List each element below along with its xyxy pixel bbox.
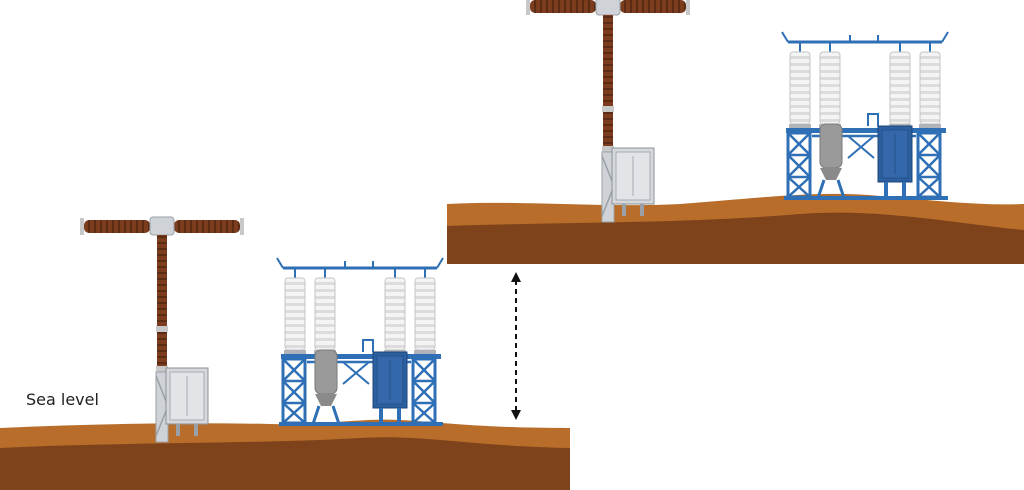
ground-left-dark (0, 437, 570, 490)
circuit-breaker-right (525, 0, 691, 223)
switchgear-left (277, 258, 443, 426)
ground-right-dark (447, 212, 1024, 264)
high-altitude-substation (447, 0, 1024, 264)
switchgear-right (782, 32, 948, 200)
circuit-breaker-left (79, 216, 245, 443)
sea-level-label: Sea level (26, 390, 99, 409)
low-altitude-substation (0, 216, 570, 490)
altitude-difference-arrow (511, 272, 521, 420)
